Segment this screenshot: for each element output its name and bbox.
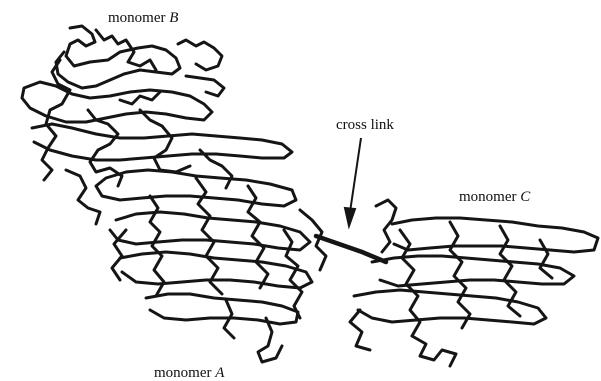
monomer-a-label-prefix: monomer <box>154 365 215 381</box>
monomer-b-label-prefix: monomer <box>108 10 169 26</box>
monomer-c-label: monomer C <box>459 190 530 205</box>
monomer-b-label: monomer B <box>108 11 178 26</box>
monomer-b-trace <box>22 26 292 224</box>
monomer-a-trace <box>96 170 326 362</box>
monomer-c-label-letter: C <box>520 189 530 205</box>
cross-link-arrow <box>345 138 361 226</box>
monomer-a-label-letter: A <box>215 365 224 381</box>
monomer-a-label: monomer A <box>154 366 224 381</box>
cross-link-label: cross link <box>336 118 394 133</box>
monomer-c-trace <box>350 200 598 366</box>
monomer-c-label-prefix: monomer <box>459 189 520 205</box>
monomer-b-label-letter: B <box>169 10 178 26</box>
